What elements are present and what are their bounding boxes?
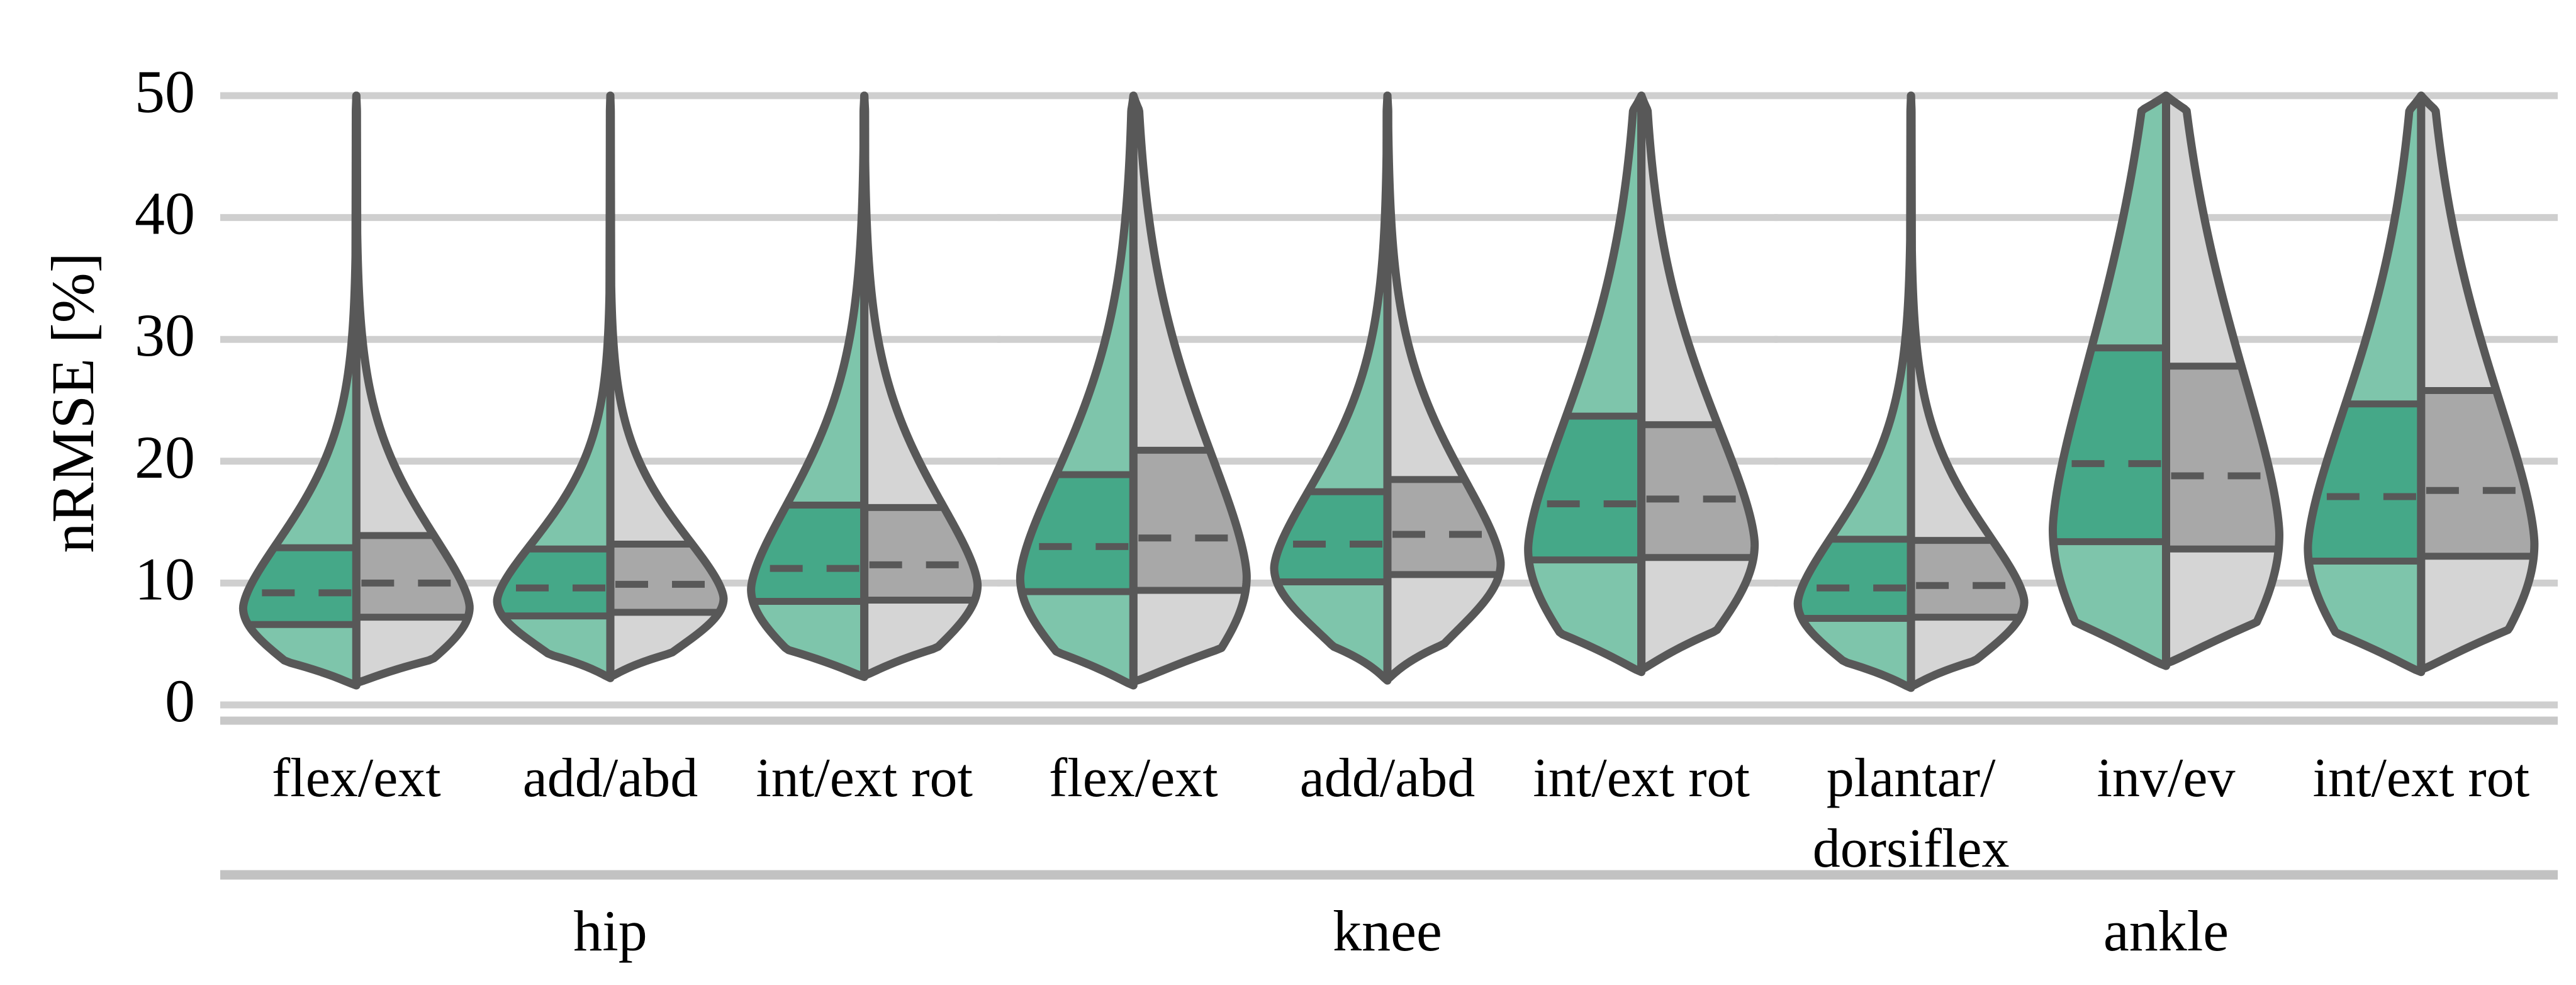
x-tick-label-knee-2: int/ext rot (1533, 748, 1750, 809)
violin-body-left-light (1274, 96, 1387, 681)
violin-outline-right (1129, 91, 1251, 686)
x-tick-label-ankle-0: plantar/ (1827, 748, 1996, 809)
y-tick-label-40: 40 (135, 180, 195, 247)
violin-iqr-right (1133, 450, 1247, 591)
x-tick-label-knee-0: flex/ext (1049, 748, 1218, 809)
y-tick-label-20: 20 (135, 424, 195, 491)
violin-body-right-light (1387, 96, 1501, 680)
violin-knee-int-ext-rot (1524, 91, 1759, 677)
violin-iqr-left (1798, 539, 1912, 619)
violin-body-right-light (2421, 96, 2534, 670)
violin-iqr-left (243, 548, 357, 625)
y-tick-label-10: 10 (135, 545, 195, 612)
violin-iqr-left (751, 505, 865, 602)
y-axis-label-group: nRMSE [%] (39, 252, 106, 553)
violin-outline-left (1016, 91, 1138, 690)
violin-iqr-right (864, 507, 978, 600)
violin-body-left-light (1020, 96, 1134, 686)
violin-iqr-left (497, 549, 610, 616)
x-tick-label-hip-0: flex/ext (272, 748, 441, 809)
violin-knee-add-abd (1270, 91, 1505, 685)
violin-hip-int-ext-rot (747, 91, 982, 681)
violin-outline-left (2304, 91, 2426, 677)
violin-iqr-left (1274, 492, 1387, 582)
x-tick-label-ankle-1: inv/ev (2097, 748, 2236, 809)
violin-outline-right (2417, 91, 2539, 674)
x-tick-label-ankle-2: int/ext rot (2313, 748, 2530, 809)
violin-iqr-right (356, 535, 470, 617)
violin-iqr-right (1911, 540, 2025, 617)
group-label-ankle: ankle (2103, 899, 2229, 963)
y-tick-label-50: 50 (135, 58, 195, 125)
violin-body-right-light (610, 96, 724, 677)
x-tick-label-ankle-0-line2: dorsiflex (1813, 818, 2010, 879)
violin-hip-flex-ext (238, 91, 474, 690)
violins-group (238, 91, 2539, 692)
violin-ankle-plantar-dorsiflex (1793, 91, 2029, 692)
violin-body-left-light (497, 96, 610, 678)
violin-outline-right (2162, 91, 2283, 668)
y-axis-label: nRMSE [%] (39, 252, 106, 553)
x-tick-labels-group: flex/ext add/abd int/ext rot flex/ext add/ab… (272, 748, 2529, 879)
x-tick-label-knee-1: add/abd (1300, 748, 1476, 809)
violin-body-left-light (243, 96, 357, 686)
group-label-knee: knee (1333, 899, 1442, 963)
y-tick-label-0: 0 (165, 667, 195, 735)
violin-ankle-inv-ev (2049, 91, 2283, 670)
violin-iqr-right (1387, 479, 1501, 575)
x-tick-label-hip-1: add/abd (523, 748, 698, 809)
group-labels-group: hip knee ankle (573, 899, 2229, 963)
y-tick-label-30: 30 (135, 301, 195, 369)
violin-knee-flex-ext (1016, 91, 1251, 690)
group-label-hip: hip (573, 899, 647, 963)
y-tick-labels-group: 0 10 20 30 40 50 (135, 58, 195, 735)
violin-outline-right (1637, 91, 1759, 674)
violin-iqr-left (2307, 403, 2421, 561)
violin-outline-left (2049, 91, 2170, 670)
violin-outline-left (1524, 91, 1646, 677)
violin-iqr-right (1641, 424, 1755, 558)
violin-ankle-int-ext-rot (2304, 91, 2539, 677)
violin-hip-add-abd (493, 91, 728, 682)
violin-iqr-left (1020, 475, 1134, 592)
x-tick-label-hip-2: int/ext rot (756, 748, 973, 809)
violin-iqr-right (610, 544, 724, 612)
